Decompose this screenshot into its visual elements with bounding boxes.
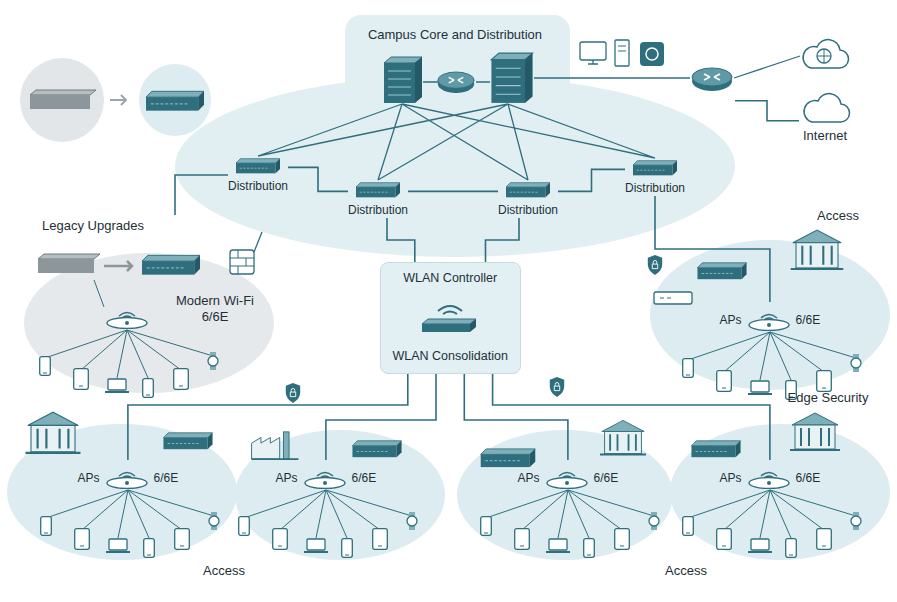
- switch-icon: [236, 156, 280, 176]
- access-point: APs 6/6E: [276, 460, 377, 496]
- distribution-switch: Distribution: [625, 158, 685, 196]
- node-subtitle: 6/6E: [154, 471, 179, 486]
- switch-icon: [356, 180, 400, 200]
- site-label: Edge Security: [788, 390, 869, 406]
- node-subtitle: 6/6E: [796, 313, 821, 328]
- distribution-switch: Distribution: [348, 180, 408, 218]
- network-link: [326, 374, 436, 460]
- node-title: APs: [720, 313, 742, 328]
- network-link: [735, 101, 799, 121]
- access-point-icon: [104, 467, 150, 489]
- access-point: APs 6/6E: [78, 460, 179, 496]
- site-label: Access: [665, 563, 707, 579]
- node-title: Distribution: [348, 203, 408, 218]
- node-title: Distribution: [625, 181, 685, 196]
- site-label: Access: [203, 563, 245, 579]
- node-title: Distribution: [228, 179, 288, 194]
- access-point: APs 6/6E: [720, 460, 821, 496]
- access-point-icon: [746, 309, 792, 331]
- access-point-icon: [302, 467, 348, 489]
- wlan-controller: WLAN ControllerWLAN Consolidation: [380, 262, 521, 374]
- node-subtitle: Modern Wi-Fi 6/6E: [172, 293, 258, 326]
- access-point-icon: [544, 467, 590, 489]
- node-subtitle: 6/6E: [594, 471, 619, 486]
- node-subtitle: 6/6E: [796, 471, 821, 486]
- switch-icon: [633, 158, 677, 178]
- network-link: [493, 374, 770, 460]
- legacy-site: Legacy UpgradesModern Wi-Fi 6/6E: [22, 215, 277, 395]
- access-point: APs 6/6E: [518, 460, 619, 496]
- node-title: APs: [518, 471, 540, 486]
- network-link: [464, 374, 568, 460]
- core-region-shape: [175, 15, 735, 260]
- node-subtitle: 6/6E: [352, 471, 377, 486]
- cloud-icon: [799, 92, 851, 124]
- core-region: Campus Core and DistributionDistribution…: [175, 15, 735, 260]
- node-title: WLAN Controller: [403, 271, 497, 287]
- node-title: APs: [720, 471, 742, 486]
- access-point: APs 6/6E: [720, 302, 821, 338]
- distribution-switch: Distribution: [498, 180, 558, 218]
- node-title: APs: [78, 471, 100, 486]
- switch-icon: [506, 180, 550, 200]
- internet-cloud: Internet: [799, 92, 851, 144]
- node-subtitle: WLAN Consolidation: [393, 349, 508, 365]
- node-title: Internet: [803, 128, 847, 144]
- node-title: Distribution: [498, 203, 558, 218]
- controller-icon: [418, 303, 482, 333]
- node-title: Legacy Upgrades: [42, 218, 144, 234]
- distribution-switch: Distribution: [228, 156, 288, 194]
- access-point-icon: [746, 467, 792, 489]
- network-link: [408, 191, 498, 193]
- node-title: APs: [276, 471, 298, 486]
- node-title: Campus Core and Distribution: [175, 15, 735, 43]
- site-label: Access: [817, 208, 859, 224]
